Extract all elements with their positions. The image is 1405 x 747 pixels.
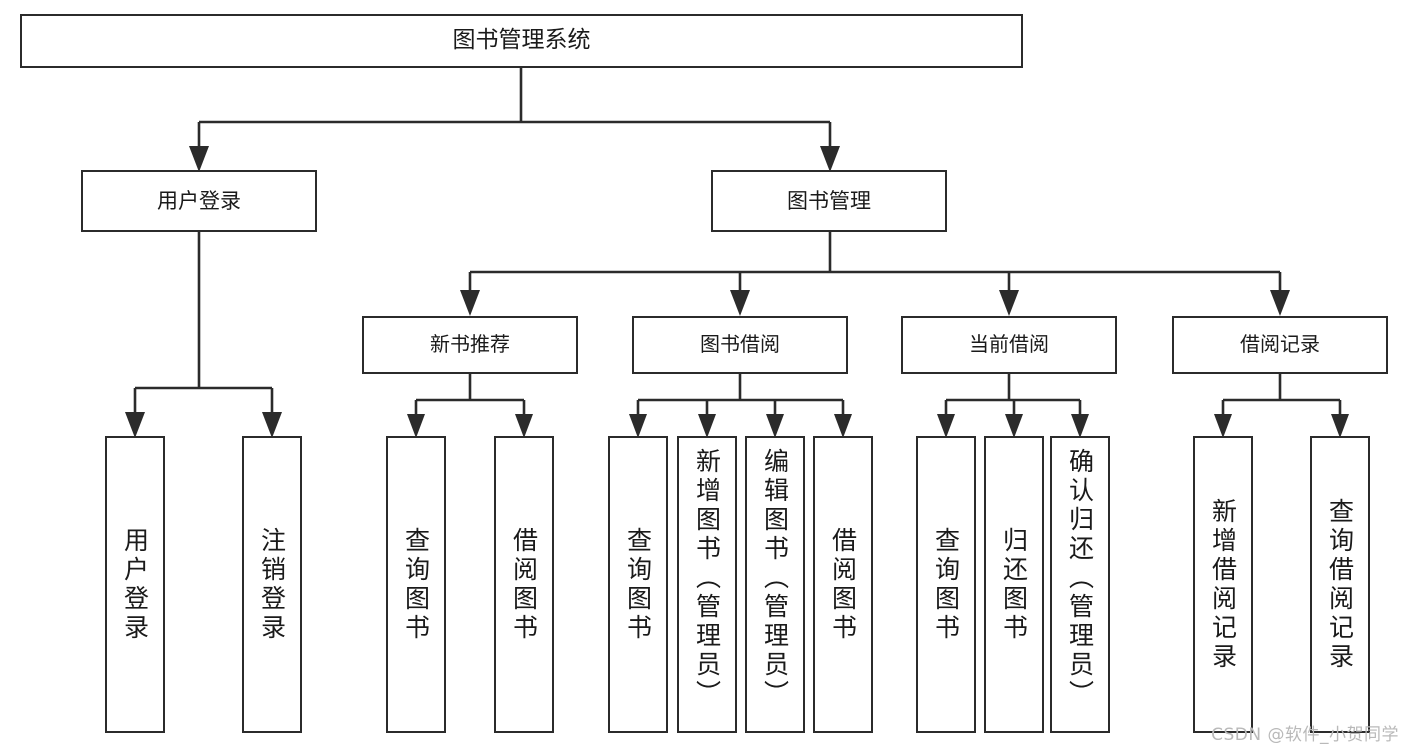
node-label: 新增图书（管理员）	[692, 448, 722, 709]
leaf-new-book-borrow-book[interactable]: 借阅图书	[494, 436, 554, 733]
node-label: 编辑图书（管理员）	[760, 448, 790, 709]
node-label: 查询图书	[931, 526, 961, 643]
node-new-book-recommend[interactable]: 新书推荐	[362, 316, 578, 374]
node-label: 确认归还（管理员）	[1065, 448, 1095, 709]
node-user-login[interactable]: 用户登录	[81, 170, 317, 232]
leaf-current-borrow-return-book[interactable]: 归还图书	[984, 436, 1044, 733]
leaf-book-borrow-borrow-book[interactable]: 借阅图书	[813, 436, 873, 733]
leaf-current-borrow-query-book[interactable]: 查询图书	[916, 436, 976, 733]
node-label: 用户登录	[157, 188, 241, 213]
node-label: 新增借阅记录	[1208, 497, 1238, 672]
node-root-book-management-system[interactable]: 图书管理系统	[20, 14, 1023, 68]
node-label: 查询图书	[401, 526, 431, 643]
node-label: 查询图书	[623, 526, 653, 643]
leaf-new-book-query-book[interactable]: 查询图书	[386, 436, 446, 733]
node-label: 新书推荐	[430, 332, 510, 357]
node-label: 用户登录	[120, 526, 150, 643]
leaf-user-login-logout[interactable]: 注销登录	[242, 436, 302, 733]
leaf-borrow-record-query-record[interactable]: 查询借阅记录	[1310, 436, 1370, 733]
leaf-user-login-login[interactable]: 用户登录	[105, 436, 165, 733]
node-label: 图书借阅	[700, 332, 780, 357]
node-book-management[interactable]: 图书管理	[711, 170, 947, 232]
node-borrow-record[interactable]: 借阅记录	[1172, 316, 1388, 374]
leaf-current-borrow-confirm-return-admin[interactable]: 确认归还（管理员）	[1050, 436, 1110, 733]
csdn-watermark: CSDN @软件_小贺同学	[1211, 725, 1399, 745]
node-label: 图书管理系统	[452, 27, 591, 54]
node-label: 借阅图书	[828, 526, 858, 643]
leaf-book-borrow-add-book-admin[interactable]: 新增图书（管理员）	[677, 436, 737, 733]
node-current-borrow[interactable]: 当前借阅	[901, 316, 1117, 374]
node-book-borrow[interactable]: 图书借阅	[632, 316, 848, 374]
node-label: 借阅记录	[1240, 332, 1320, 357]
node-label: 图书管理	[787, 188, 871, 213]
node-label: 查询借阅记录	[1325, 497, 1355, 672]
leaf-book-borrow-edit-book-admin[interactable]: 编辑图书（管理员）	[745, 436, 805, 733]
node-label: 借阅图书	[509, 526, 539, 643]
leaf-borrow-record-add-record[interactable]: 新增借阅记录	[1193, 436, 1253, 733]
node-label: 当前借阅	[969, 332, 1049, 357]
node-label: 注销登录	[257, 526, 287, 643]
leaf-book-borrow-query-book[interactable]: 查询图书	[608, 436, 668, 733]
node-label: 归还图书	[999, 526, 1029, 643]
